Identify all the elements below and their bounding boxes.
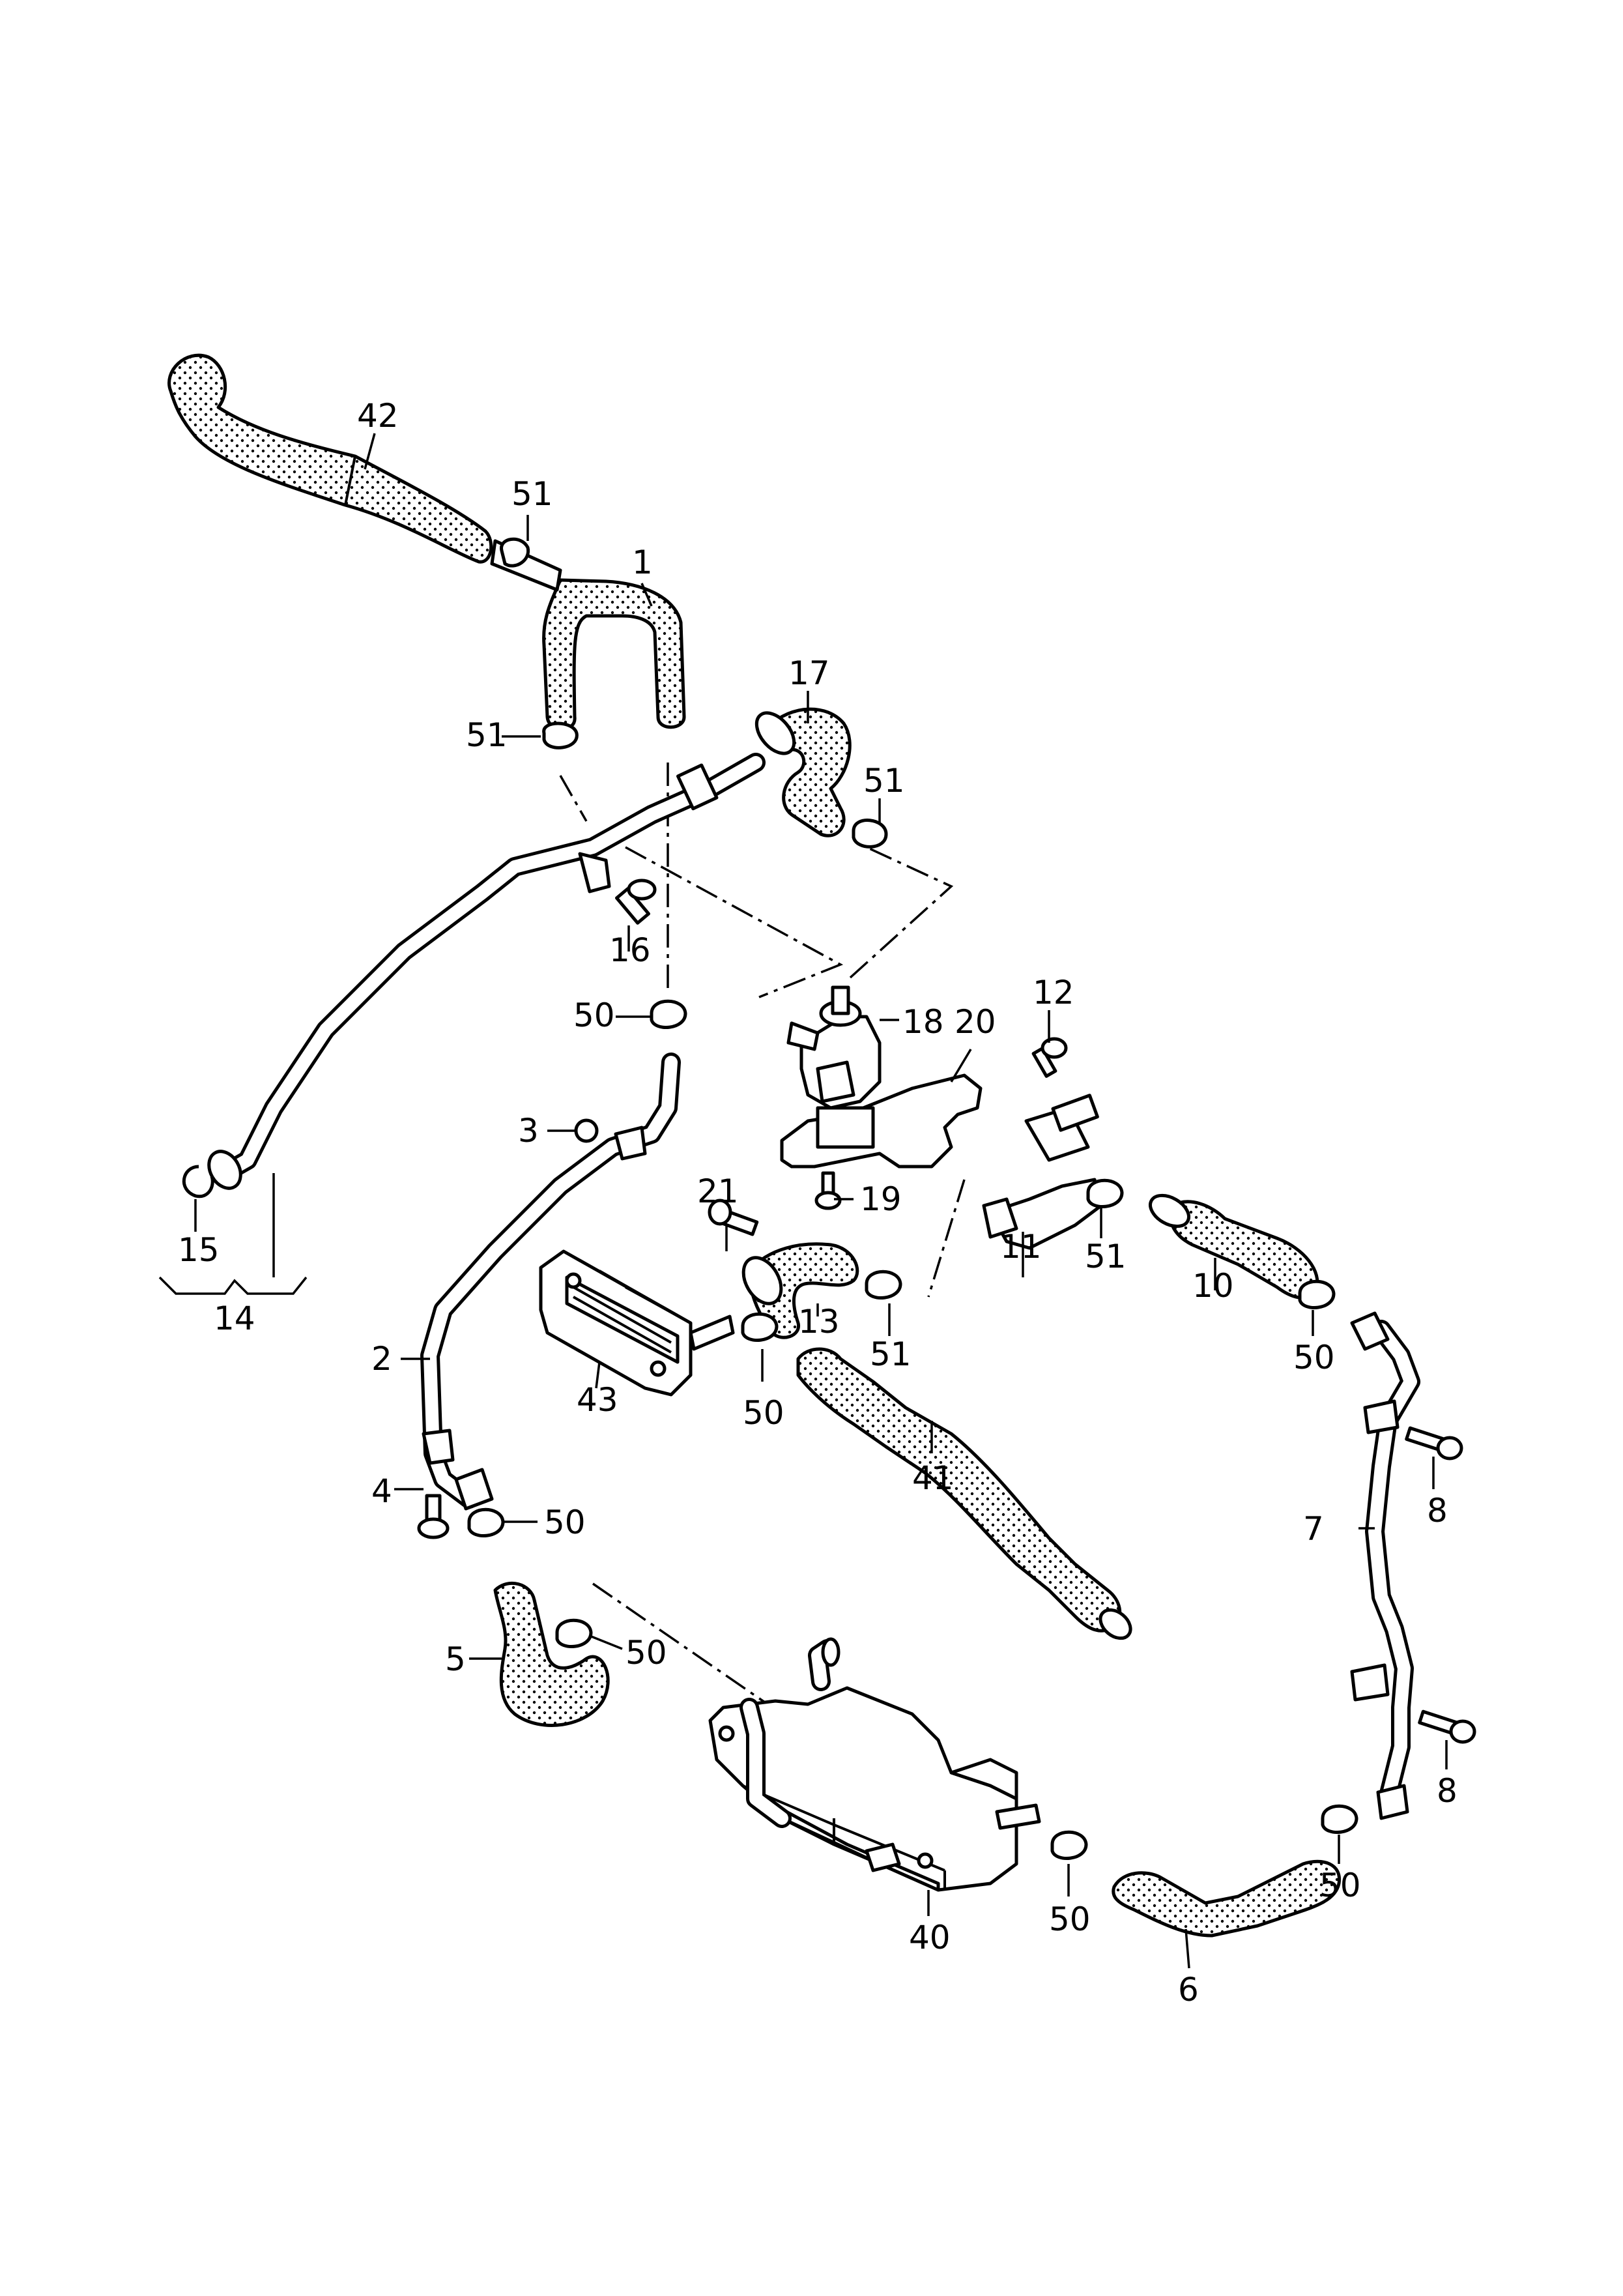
bolt-4: [417, 1494, 450, 1539]
screw-12: [1031, 1037, 1068, 1078]
callout-20: 20: [955, 1003, 996, 1041]
callout-51-e: 51: [870, 1335, 912, 1373]
bolt-8-upper: [1405, 1426, 1463, 1460]
callout-51-b: 51: [466, 716, 508, 754]
callout-10: 10: [1192, 1267, 1234, 1305]
callout-13: 13: [798, 1303, 840, 1341]
clamp-50-c: [1298, 1279, 1336, 1309]
clamp-50-b: [741, 1312, 779, 1342]
hose-10-end: [1149, 1193, 1190, 1228]
callout-43: 43: [577, 1381, 618, 1419]
pipe-7-bottom-end: [1376, 1784, 1409, 1820]
callout-50-c: 50: [1293, 1339, 1335, 1376]
clamp-51-a: [500, 537, 530, 568]
callout-6: 6: [1178, 1971, 1199, 2009]
circlip-15: [182, 1165, 214, 1199]
callout-3: 3: [518, 1112, 539, 1150]
clamps: [467, 537, 1358, 1860]
pipe-7-top-end: [1350, 1311, 1390, 1351]
callout-7: 7: [1303, 1510, 1324, 1548]
callout-50-g: 50: [1319, 1867, 1361, 1904]
callout-51-a: 51: [511, 475, 553, 513]
callout-16: 16: [609, 931, 651, 969]
hose-13-end: [741, 1256, 783, 1305]
callout-2: 2: [371, 1340, 392, 1378]
nut-3: [574, 1118, 599, 1143]
pipe-14: [215, 753, 766, 1183]
callout-4: 4: [371, 1472, 392, 1510]
callout-labels: 42 51 1 17 51 51 16 50 18 20 12 3 21 19 …: [178, 397, 1458, 2009]
hose-41: [796, 1347, 1122, 1633]
hose-41-end: [1099, 1608, 1132, 1640]
callout-8-upper: 8: [1427, 1492, 1448, 1530]
pipe-7: [1365, 1320, 1420, 1809]
hose-5: [493, 1581, 610, 1727]
hose-6: [1112, 1859, 1341, 1938]
screw-19: [814, 1171, 842, 1210]
callout-40: 40: [909, 1919, 951, 1956]
pipe-7-bracket-top: [1363, 1399, 1400, 1434]
clamp-50-e: [555, 1618, 593, 1648]
pipe-2-bracket-top: [614, 1126, 647, 1161]
pipe-7-bracket-bottom: [1350, 1663, 1390, 1702]
callout-11: 11: [1000, 1228, 1042, 1266]
callout-41: 41: [912, 1459, 954, 1497]
callout-17: 17: [788, 654, 830, 692]
callout-12: 12: [1033, 974, 1074, 1011]
pipe-2-end: [454, 1468, 494, 1511]
clamp-50-f: [1050, 1830, 1088, 1860]
pipe-2-bracket-bottom: [422, 1429, 455, 1465]
callout-21: 21: [697, 1172, 739, 1210]
callout-8-lower: 8: [1437, 1772, 1458, 1810]
callout-50-f: 50: [1049, 1900, 1091, 1938]
callout-1: 1: [632, 544, 653, 581]
callout-15: 15: [178, 1231, 220, 1269]
callout-19: 19: [860, 1180, 902, 1218]
assembly-lines: [559, 763, 966, 1715]
clamp-50-a: [650, 999, 687, 1029]
pump-18: [786, 985, 882, 1110]
clamp-50-d: [467, 1507, 505, 1537]
cooler-43: [539, 1249, 735, 1397]
hose-17-end: [754, 711, 796, 755]
bracket-20-detail: [816, 1106, 875, 1149]
bolt-8-lower: [1418, 1709, 1476, 1744]
bolt-16: [615, 879, 657, 925]
callout-14: 14: [214, 1300, 255, 1337]
callout-50-b: 50: [743, 1394, 784, 1432]
callout-42: 42: [357, 397, 399, 435]
connector-11: [982, 1094, 1103, 1250]
pipe-14-bracket: [578, 852, 611, 894]
hose-1: [542, 578, 686, 731]
callout-51-d: 51: [1085, 1238, 1127, 1275]
clamp-51-d: [1086, 1178, 1124, 1208]
hose-42: [167, 353, 493, 564]
leader-lines: [158, 433, 1448, 1969]
callout-5: 5: [445, 1640, 466, 1678]
callout-50-e: 50: [625, 1634, 667, 1672]
clamp-51-b: [542, 721, 579, 749]
clamp-51-c: [852, 819, 888, 849]
clamp-50-g: [1321, 1804, 1358, 1834]
callout-51-c: 51: [863, 762, 905, 800]
bolt-21: [708, 1199, 759, 1236]
clamp-51-e: [865, 1270, 902, 1300]
callout-50-d: 50: [544, 1504, 586, 1541]
callout-18: 18: [902, 1003, 944, 1041]
pipe-14-collar: [676, 763, 719, 811]
callout-50-a: 50: [573, 996, 615, 1034]
cooler-40: [708, 1637, 1041, 1892]
